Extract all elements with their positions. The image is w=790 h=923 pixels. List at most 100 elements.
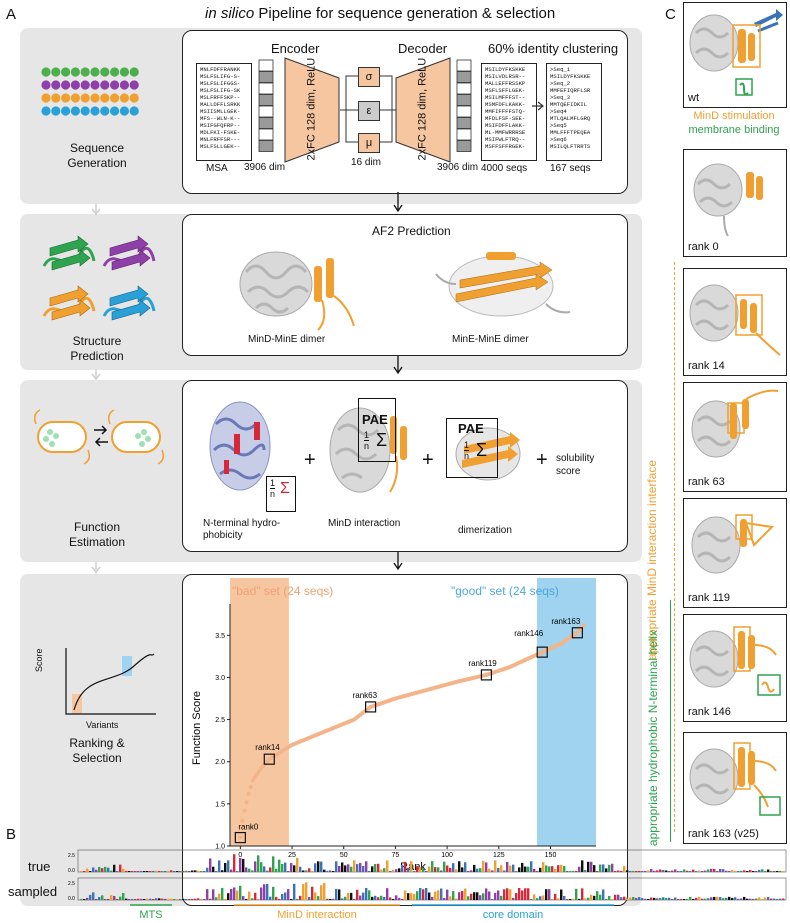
logo-letter bbox=[287, 871, 290, 872]
x-tick-label: 75 bbox=[392, 852, 400, 859]
logo-letter bbox=[344, 865, 347, 872]
rank146-structure bbox=[689, 626, 781, 696]
logo-letter bbox=[770, 898, 773, 900]
logo-letter bbox=[104, 866, 107, 872]
logo-letter bbox=[488, 891, 491, 900]
logo-letter bbox=[506, 888, 509, 900]
seqs-count-label: 4000 seqs bbox=[481, 163, 528, 174]
logo-letter bbox=[506, 862, 509, 872]
logo-letter bbox=[257, 899, 260, 900]
logo-letter bbox=[152, 870, 155, 872]
logo-letter bbox=[569, 899, 572, 900]
y-tick-label: 2.0 bbox=[215, 759, 225, 766]
row-label-ranking: Ranking &Selection bbox=[69, 736, 125, 765]
logo-letter bbox=[161, 898, 164, 900]
logo-letter bbox=[485, 888, 488, 900]
logo-letter bbox=[131, 899, 134, 900]
logo-letter bbox=[767, 897, 770, 900]
logo-letter bbox=[206, 867, 209, 872]
logo-letter bbox=[155, 898, 158, 900]
logo-letter bbox=[107, 899, 110, 900]
logo-letter bbox=[695, 897, 698, 900]
logo-letter bbox=[131, 871, 134, 872]
logo-letter bbox=[314, 863, 317, 872]
dimer-pae-label: PAE bbox=[458, 421, 484, 436]
highlight-marker bbox=[234, 831, 246, 844]
logo-letter bbox=[548, 866, 551, 872]
logo-region-label: MinD interaction bbox=[277, 909, 356, 921]
logo-letter bbox=[590, 894, 593, 900]
logo-letter bbox=[668, 871, 671, 872]
logo-letter bbox=[512, 897, 515, 900]
logo-letter bbox=[95, 869, 98, 872]
logo-letter bbox=[605, 899, 608, 900]
sequence-bead bbox=[80, 80, 90, 90]
logo-letter bbox=[518, 867, 521, 872]
logo-letter bbox=[125, 898, 128, 900]
logo-letter bbox=[719, 869, 722, 872]
logo-letter bbox=[536, 898, 539, 900]
logo-letter bbox=[464, 888, 467, 900]
logo-letter bbox=[431, 896, 434, 900]
logo-letter bbox=[617, 894, 620, 900]
logo-letter bbox=[221, 887, 224, 900]
sequence-bead bbox=[90, 93, 100, 103]
logo-letter bbox=[143, 871, 146, 872]
arrow-gray-2 bbox=[91, 369, 101, 381]
highlight-marker bbox=[480, 669, 493, 681]
pipeline-title: in silico Pipeline for sequence generati… bbox=[205, 5, 555, 22]
logo-letter bbox=[188, 871, 191, 872]
highlight-label: rank146 bbox=[514, 629, 543, 638]
logo-letter bbox=[248, 891, 251, 900]
sequence-bead bbox=[90, 80, 100, 90]
logo-letter bbox=[581, 888, 584, 900]
highlight-marker bbox=[536, 646, 548, 658]
logo-letter bbox=[278, 859, 281, 872]
logo-letter bbox=[701, 871, 704, 872]
sequence-bead bbox=[129, 80, 139, 90]
logo-letter bbox=[215, 897, 218, 900]
logo-letter bbox=[290, 863, 293, 872]
logo-letter bbox=[740, 898, 743, 900]
mine-mine-label: MinE-MinE dimer bbox=[452, 334, 529, 345]
logo-letter bbox=[191, 870, 194, 872]
logo-letter bbox=[359, 895, 362, 900]
logo-letter bbox=[647, 870, 650, 872]
logo-letter bbox=[734, 897, 737, 900]
logo-letter bbox=[410, 861, 413, 872]
logo-letter bbox=[677, 899, 680, 900]
logo-letter bbox=[761, 899, 764, 900]
sequence-bead bbox=[70, 106, 80, 116]
score-point bbox=[246, 791, 251, 796]
logo-letter bbox=[92, 892, 95, 900]
logo-letter bbox=[455, 898, 458, 900]
logo-letter bbox=[479, 895, 482, 900]
decoder-block bbox=[395, 57, 451, 163]
dimerization-label: dimerization bbox=[458, 525, 512, 536]
hydro-sum: Σ bbox=[280, 480, 290, 497]
sequence-bead bbox=[110, 67, 120, 77]
logo-letter bbox=[143, 899, 146, 900]
logo-letter bbox=[650, 869, 653, 872]
y-tick-label: 1.5 bbox=[215, 801, 225, 808]
logo-letter bbox=[284, 862, 287, 872]
sequence-bead bbox=[110, 80, 120, 90]
logo-letter bbox=[587, 897, 590, 900]
sequence-bead bbox=[100, 93, 110, 103]
logo-letter bbox=[230, 869, 233, 872]
logo-letter bbox=[530, 861, 533, 872]
logo-letter bbox=[89, 871, 92, 872]
wt-structure-panel: wt bbox=[683, 2, 787, 108]
logo-letter bbox=[368, 871, 371, 872]
logo-letter bbox=[494, 860, 497, 872]
sequence-bead bbox=[80, 93, 90, 103]
logo-letter bbox=[440, 888, 443, 900]
x-tick-label: 25 bbox=[288, 852, 296, 859]
logo-letter bbox=[731, 870, 734, 872]
score-point bbox=[238, 835, 243, 840]
arrow-gray-1 bbox=[91, 204, 101, 216]
logo-letter bbox=[245, 899, 248, 900]
sequence-bead bbox=[41, 80, 51, 90]
clustered-count-label: 167 seqs bbox=[550, 163, 591, 174]
sequence-bead bbox=[61, 93, 71, 103]
